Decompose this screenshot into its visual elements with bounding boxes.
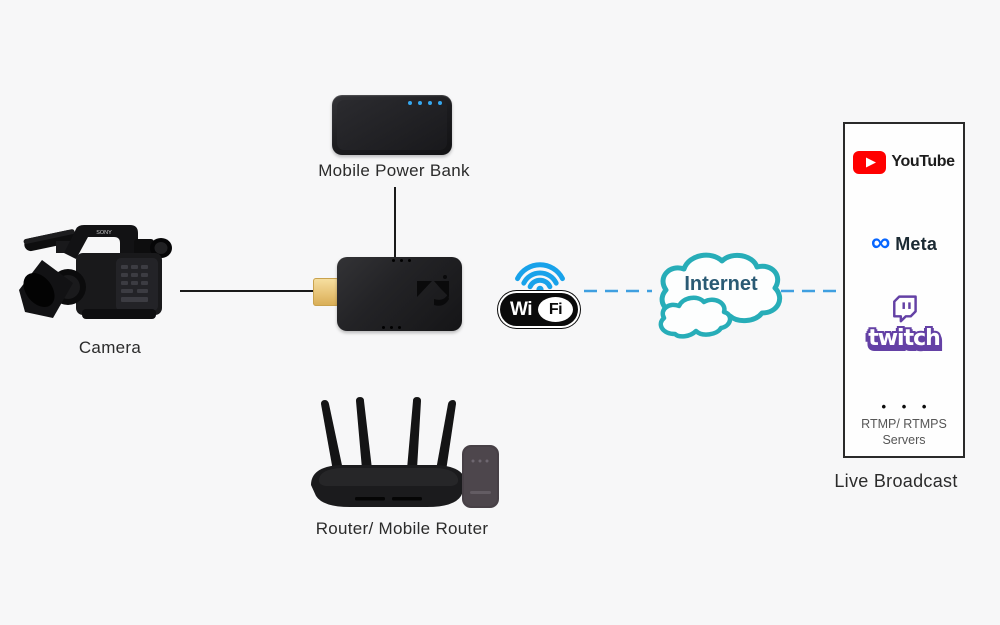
power-bank-led-indicators bbox=[408, 101, 442, 105]
encoder-vents bbox=[392, 259, 411, 262]
router-label: Router/ Mobile Router bbox=[315, 519, 489, 538]
camera-illustration: SONY bbox=[19, 225, 172, 319]
twitch-glyph-and-wordmark: twitch twitch bbox=[865, 295, 944, 357]
rtmp-servers-label: RTMP/ RTMPS Servers bbox=[845, 416, 963, 449]
wifi-fi-oval: Fi bbox=[538, 297, 573, 322]
meta-infinity-icon: ∞ bbox=[870, 227, 891, 257]
router-illustration bbox=[311, 397, 499, 508]
wifi-wi-text: Wi bbox=[510, 298, 533, 320]
meta-label: Meta bbox=[895, 233, 938, 254]
hdmi-connector bbox=[313, 278, 339, 306]
camera-label: Camera bbox=[78, 338, 142, 357]
wifi-signal-icon bbox=[515, 262, 565, 293]
power-bank-face bbox=[337, 100, 447, 150]
live-broadcast-box: YouTube ∞ Meta twitch twitch • • • RTMP/… bbox=[843, 122, 965, 458]
wifi-fi-text: Fi bbox=[548, 300, 563, 318]
svg-text:twitch: twitch bbox=[868, 329, 940, 354]
link-internet-to-servers bbox=[781, 289, 843, 293]
power-bank-illustration bbox=[332, 95, 452, 155]
live-broadcast-label: Live Broadcast bbox=[834, 471, 958, 491]
ellipsis-dots: • • • bbox=[881, 398, 933, 414]
youtube-play-icon bbox=[853, 150, 887, 174]
wifi-badge: Wi Fi bbox=[500, 293, 578, 326]
mobile-router-illustration bbox=[462, 445, 499, 508]
meta-logo: ∞ Meta bbox=[845, 227, 963, 258]
camera-brand-text: SONY bbox=[96, 230, 112, 236]
encoder-brand-icon bbox=[417, 275, 449, 306]
power-bank-label: Mobile Power Bank bbox=[318, 161, 470, 180]
encoder-vents bbox=[382, 326, 401, 329]
encoder-dongle-illustration bbox=[337, 257, 462, 331]
twitch-label: twitch bbox=[868, 326, 940, 351]
youtube-logo: YouTube bbox=[845, 148, 963, 176]
internet-label: Internet bbox=[684, 273, 758, 295]
rtmp-line2: Servers bbox=[882, 433, 926, 448]
router-antennas bbox=[321, 397, 456, 471]
link-wifi-to-internet bbox=[584, 289, 652, 293]
twitch-logo: twitch twitch bbox=[845, 292, 963, 358]
rtmp-line1: RTMP/ RTMPS bbox=[861, 417, 947, 431]
internet-cloud-icon: Internet bbox=[658, 252, 782, 339]
youtube-label: YouTube bbox=[891, 153, 955, 170]
cable-powerbank-to-encoder bbox=[394, 187, 396, 257]
cable-camera-to-encoder bbox=[180, 290, 313, 292]
